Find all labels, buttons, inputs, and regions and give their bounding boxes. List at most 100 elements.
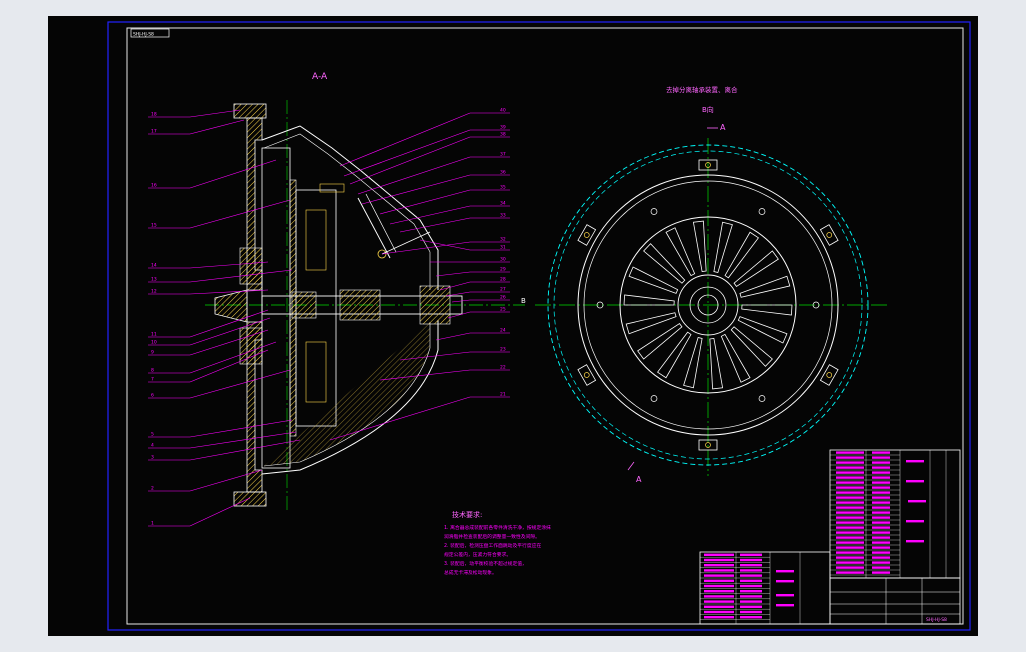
leader-right-line — [357, 156, 471, 195]
rivet-hole — [650, 395, 658, 402]
leader-right-line — [451, 299, 471, 303]
part-number-left: 15 — [151, 223, 157, 229]
plist-cell-mark — [836, 501, 864, 504]
plist-cell-mark — [872, 531, 890, 534]
leader-right-line — [361, 174, 471, 205]
plist-cell-mark — [740, 558, 762, 562]
plist-cell-mark — [776, 580, 794, 583]
part-number-left: 1 — [151, 521, 154, 527]
tech-note-line: 3. 装配后，动平衡校验不超过规定值， — [444, 560, 527, 567]
cover-circle-2 — [583, 180, 833, 430]
plist-cell-mark — [836, 556, 864, 559]
plist-cell-mark — [872, 461, 890, 464]
hub-spline — [291, 291, 317, 319]
leader-right-line — [435, 332, 471, 341]
plist-cell-mark — [872, 556, 890, 559]
right-title: 去掉分离轴承装置、离合 — [666, 85, 738, 94]
leader-left-line — [189, 419, 293, 438]
diaphragm-finger — [741, 304, 793, 316]
plist-cell-mark — [836, 466, 864, 469]
diaphragm-finger — [643, 243, 686, 284]
plist-cell-mark — [872, 476, 890, 479]
lug-hole — [826, 232, 833, 238]
plist-cell-mark — [872, 546, 890, 549]
part-number-right: 39 — [500, 125, 506, 131]
outer-border — [107, 21, 971, 631]
leader-left-line — [189, 431, 297, 449]
clutch-cover-inner — [263, 133, 431, 290]
part-number-right: 40 — [500, 108, 506, 114]
diaphragm-inner — [677, 274, 739, 336]
plist-cell-mark — [776, 570, 794, 573]
plist-cell-mark — [836, 546, 864, 549]
spring-upper — [305, 209, 327, 271]
leader-right-line — [399, 351, 471, 361]
plist-cell-mark — [836, 516, 864, 519]
diaphragm-finger — [739, 275, 791, 298]
cover-lug — [577, 224, 597, 246]
pivot-pin — [377, 249, 387, 259]
leader-right-line — [389, 205, 471, 225]
spring-lower — [305, 341, 327, 403]
part-number-right: 21 — [500, 392, 506, 398]
plist-cell-mark — [704, 558, 734, 562]
plist-cell-mark — [836, 476, 864, 479]
plist-cell-mark — [836, 571, 864, 574]
leader-right-line — [381, 241, 471, 255]
diaphragm-finger — [623, 294, 675, 306]
plist-cell-mark — [872, 536, 890, 539]
rivet-hole — [812, 301, 820, 309]
diaphragm-finger — [737, 316, 788, 344]
tech-note-line: 规定公差内，压紧力符合要求。 — [444, 551, 511, 558]
leader-right-line — [435, 271, 471, 277]
plist-cell-mark — [740, 616, 762, 619]
part-number-right: 31 — [500, 245, 506, 251]
section-title: A-A — [312, 72, 328, 82]
tech-note-line: 2. 装配后，检测压盘工作面跳动及平行度应在 — [444, 542, 541, 549]
plist-cell-mark — [740, 605, 762, 608]
diaphragm-finger — [628, 266, 679, 294]
plist-cell-mark — [776, 604, 794, 607]
part-number-left: 8 — [151, 368, 154, 374]
cut-a-bottom-line — [627, 461, 635, 471]
plist-cell-mark — [906, 540, 924, 543]
leader-right-line — [447, 311, 471, 319]
cover-lug — [819, 364, 839, 386]
part-number-left: 4 — [151, 443, 154, 449]
part-number-right: 30 — [500, 257, 506, 263]
plist-cell-mark — [836, 526, 864, 529]
part-number-right: 29 — [500, 267, 506, 273]
leader-right-line — [439, 281, 471, 291]
plist-cell-mark — [836, 551, 864, 554]
cover-lug — [698, 159, 718, 171]
plist-cell-mark — [740, 590, 762, 593]
tech-notes: 1. 离合器总成装配前各零件清洗干净，按规定涂抹润滑脂并检查装配后的调整量一致性… — [444, 524, 551, 576]
tech-note-line: 润滑脂并检查装配后的调整量一致性及间隙。 — [444, 533, 540, 540]
plist-cell-mark — [872, 451, 890, 454]
rivet-hole — [758, 208, 766, 215]
release-fork — [357, 197, 391, 259]
leader-left-line — [189, 261, 269, 269]
plist-cell-mark — [836, 456, 864, 459]
front-view — [535, 138, 890, 476]
parts-list-lower — [699, 551, 831, 625]
top-bolt-boss — [233, 103, 267, 119]
plist-cell-mark — [836, 491, 864, 494]
leader-left-line — [189, 369, 291, 399]
hub-left — [214, 289, 248, 323]
part-number-left: 5 — [151, 432, 154, 438]
plist-cell-mark — [872, 491, 890, 494]
lug-hole — [583, 372, 590, 378]
plist-cell-mark — [872, 571, 890, 574]
leader-right-line — [399, 217, 471, 233]
lug-hole — [583, 232, 590, 238]
leader-left-line — [189, 329, 269, 356]
clutch-cover-lower — [261, 320, 439, 475]
leader-right-line — [339, 112, 471, 167]
diaphragm-finger — [713, 221, 733, 273]
rivet-hole — [758, 395, 766, 402]
title-block: SHJ-HJ-S8 — [829, 577, 961, 625]
plist-cell-mark — [836, 566, 864, 569]
plist-cell-mark — [836, 531, 864, 534]
plist-cell-mark — [872, 496, 890, 499]
